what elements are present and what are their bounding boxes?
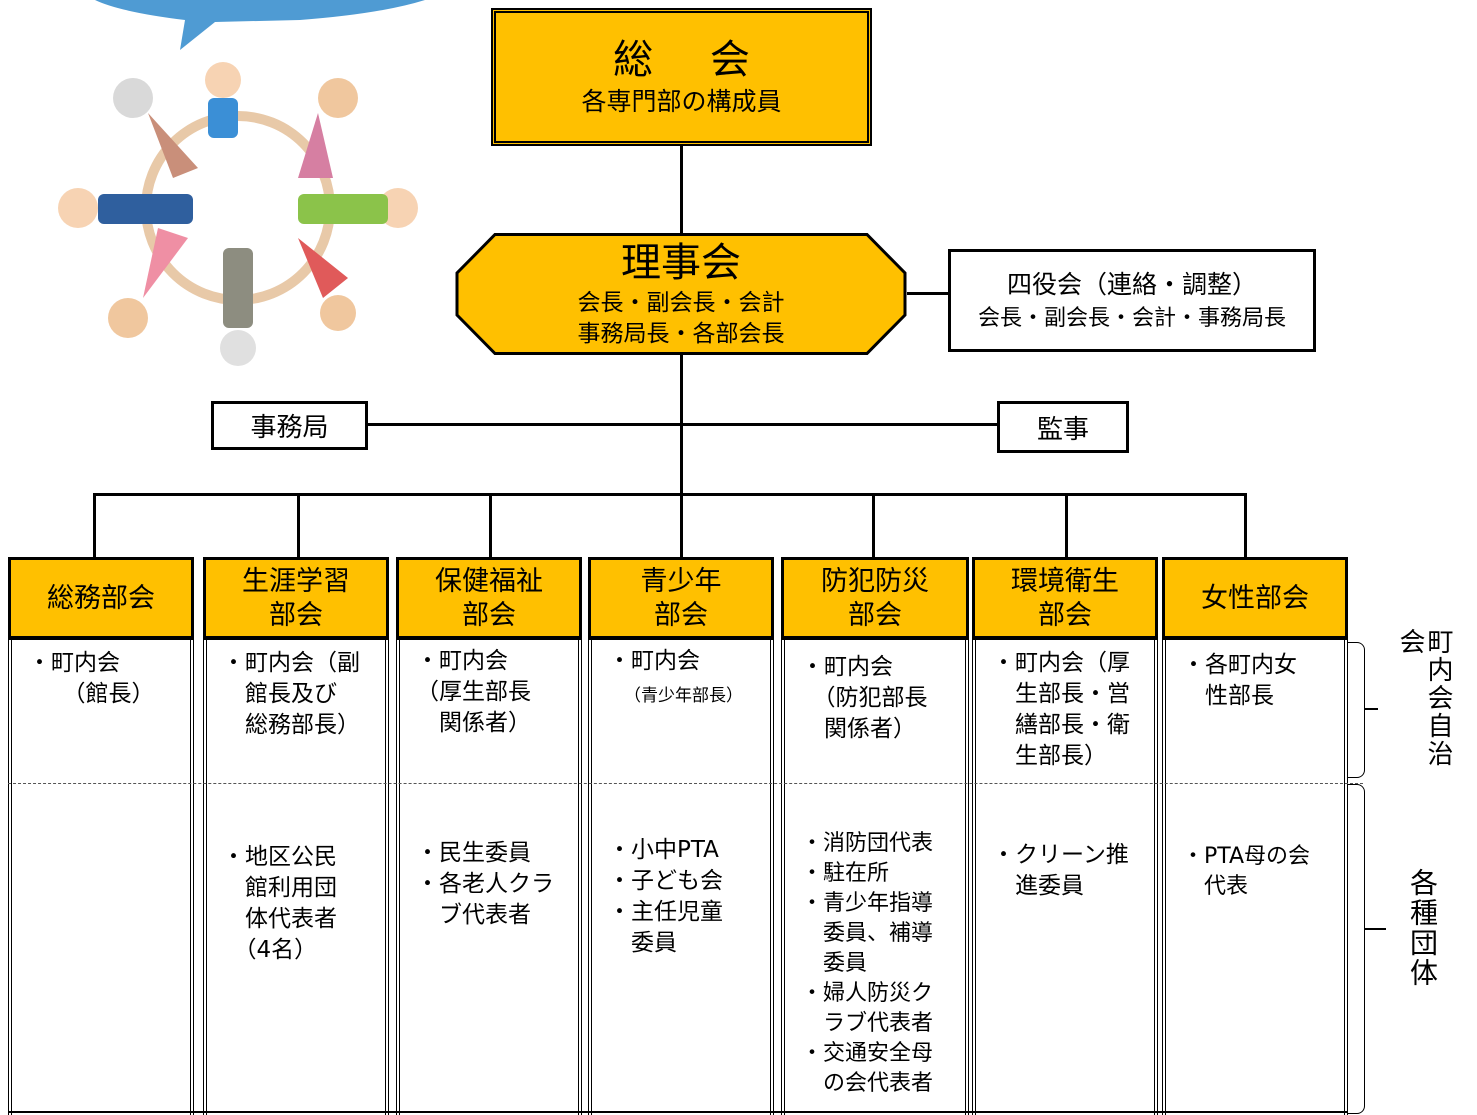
dept-4-groups: ・小中PTA ・子ども会 ・主任児童 委員 [608, 837, 723, 956]
dept-head-label: 防犯防災 部会 [821, 566, 929, 631]
dept-head-youth: 青少年 部会 [588, 557, 774, 640]
dept-6-residents: ・町内会（厚 生部長・営 繕部長・衛 生部長） [992, 650, 1130, 769]
dept-head-label: 保健福祉 部会 [435, 566, 543, 631]
drop-3 [489, 493, 492, 557]
general-subtitle: 各専門部の構成員 [581, 87, 782, 116]
side-label-groups: 各種団体 [1406, 868, 1439, 988]
board-line1: 会長・副会長・会計 [577, 290, 785, 316]
groups-brace-tick [1364, 928, 1386, 930]
dept-1-residents: ・町内会 （館長） [28, 650, 155, 707]
auditor-label: 監事 [1036, 414, 1089, 445]
dept-4-residents-sub: （青少年部長） [624, 686, 743, 706]
dept-7-groups: ・PTA母の会 代表 [1182, 844, 1311, 899]
dept-7-residents: ・各町内女 性部長 [1182, 652, 1297, 709]
four-officers-title: 四役会（連絡・調整） [1006, 269, 1257, 299]
dept-2-residents: ・町内会（副 館長及び 総務部長） [222, 650, 360, 738]
bottom-line [8, 1111, 1348, 1113]
board-box: 理事会 会長・副会長・会計 事務局長・各部会長 [455, 233, 907, 355]
residents-brace [1348, 642, 1365, 778]
dept-column-7 [1162, 640, 1348, 1115]
dept-3-groups: ・民生委員 ・各老人クラ ブ代表者 [416, 840, 554, 928]
dept-head-crime-disaster: 防犯防災 部会 [781, 557, 969, 640]
drop-4 [680, 493, 683, 557]
drop-6 [1065, 493, 1068, 557]
dept-5-groups: ・消防団代表 ・駐在所 ・青少年指導 委員、補導 委員 ・婦人防災ク ラブ代表者… [801, 831, 934, 1096]
drop-1 [93, 493, 96, 557]
dept-head-label: 総務部会 [47, 583, 155, 614]
dept-3-residents: ・町内会 （厚生部長 関係者） [416, 648, 531, 736]
side-label-residents: 町内会自治会 [1395, 628, 1453, 768]
drop-2 [297, 493, 300, 557]
dept-2-groups: ・地区公民 館利用団 体代表者 （4名） [222, 844, 337, 963]
dept-4-residents: ・町内会 [608, 648, 700, 674]
four-officers-box: 四役会（連絡・調整） 会長・副会長・会計・事務局長 [948, 249, 1316, 352]
four-officers-subtitle: 会長・副会長・会計・事務局長 [977, 305, 1286, 331]
dept-head-label: 生涯学習 部会 [242, 566, 350, 631]
dept-column-6 [972, 640, 1158, 1115]
dept-head-lifelong-learning: 生涯学習 部会 [203, 557, 389, 640]
secretariat-box: 事務局 [211, 401, 368, 450]
drop-5 [872, 493, 875, 557]
dept-column-1 [8, 640, 194, 1115]
board-title: 理事会 [621, 240, 741, 286]
board-line2: 事務局長・各部会長 [577, 321, 785, 347]
dept-head-health-welfare: 保健福祉 部会 [396, 557, 582, 640]
dept-5-residents: ・町内会 （防犯部長 関係者） [801, 654, 928, 742]
dept-head-label: 女性部会 [1201, 583, 1309, 614]
dept-head-women: 女性部会 [1162, 557, 1348, 640]
dept-head-label: 環境衛生 部会 [1011, 566, 1119, 631]
dept-head-general-affairs: 総務部会 [8, 557, 194, 640]
auditor-box: 監事 [997, 401, 1129, 453]
secretariat-label: 事務局 [250, 413, 329, 443]
dept-column-3 [396, 640, 582, 1115]
dept-column-5 [781, 640, 969, 1115]
residents-brace-tick [1364, 708, 1378, 710]
general-title: 総 会 [613, 37, 772, 83]
dept-head-environment: 環境衛生 部会 [972, 557, 1158, 640]
dept-column-2 [203, 640, 389, 1115]
line-general-board [680, 146, 683, 236]
divider-dashed [8, 783, 1363, 784]
speech-bubble [95, 0, 425, 50]
line-board-four [907, 292, 949, 295]
line-office-auditor [368, 423, 997, 426]
people-circle-illustration [58, 62, 418, 366]
drop-7 [1244, 493, 1247, 557]
general-assembly-box: 総 会 各専門部の構成員 [491, 8, 872, 146]
groups-brace [1348, 784, 1365, 1114]
dept-head-label: 青少年 部会 [640, 566, 722, 631]
dept-column-4 [588, 640, 774, 1115]
dept-6-groups: ・クリーン推 進委員 [992, 842, 1129, 899]
line-dept-bus [93, 493, 1247, 496]
